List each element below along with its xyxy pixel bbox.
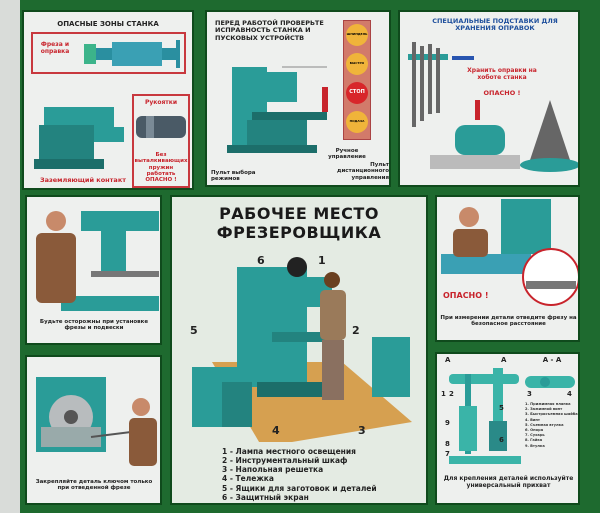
caption: Закрепляйте деталь ключом только при отв… bbox=[35, 479, 153, 492]
legend-item: 7. Сухарь bbox=[525, 433, 545, 438]
panel-milling-workplace: РАБОЧЕЕ МЕСТО ФРЕЗЕРОВЩИКА 6 1 5 2 4 3 1… bbox=[170, 195, 428, 505]
warning-text: Хранить оправки на хоботе станка bbox=[467, 67, 537, 81]
section-mark-left: А bbox=[445, 356, 451, 364]
legend-item: 8. Гайка bbox=[525, 438, 543, 443]
caption: При измерении детали отведите фрезу на б… bbox=[440, 315, 577, 328]
arbor-rack-icon bbox=[408, 42, 448, 127]
handle-illustration bbox=[136, 116, 186, 138]
part-number-6: 6 bbox=[499, 436, 504, 444]
section-mark-right: А bbox=[501, 356, 507, 364]
workplace-illustration bbox=[192, 257, 412, 442]
legend-item: 4 - Тележка bbox=[222, 474, 274, 484]
caption: Будьте осторожны при установке фрезы и п… bbox=[39, 319, 149, 332]
legend-item: 5. Съемная втулка bbox=[525, 422, 564, 427]
panel-title: ПЕРЕД РАБОТОЙ ПРОВЕРЬТЕ ИСПРАВНОСТЬ СТАН… bbox=[215, 19, 324, 42]
danger-label: ОПАСНО ! bbox=[443, 291, 489, 300]
mode-selector-label: Пульт выбора режимов bbox=[211, 170, 256, 183]
button-fast: БЫСТРО bbox=[346, 53, 368, 75]
danger-text: ОПАСНО ! bbox=[483, 89, 521, 97]
part-number-8: 8 bbox=[445, 440, 450, 448]
milling-machine-icon bbox=[34, 107, 124, 169]
clamp-diagram bbox=[449, 368, 575, 464]
machine-and-stand-icon bbox=[430, 100, 578, 172]
panel-arbor-stands: СПЕЦИАЛЬНЫЕ ПОДСТАВКИ ДЛЯ ХРАНЕНИЯ ОПРАВ… bbox=[398, 10, 580, 187]
panel-universal-clamp: А А А - А 1 2 5 9 6 8 7 3 4 1. Прижимная… bbox=[435, 352, 580, 505]
legend-item: 9. Втулка bbox=[525, 443, 545, 448]
warning-text: Без выталкивающих пружин работать ОПАСНО… bbox=[134, 152, 188, 184]
main-title-line2: ФРЕЗЕРОВЩИКА bbox=[216, 223, 382, 242]
panel-title: ОПАСНЫЕ ЗОНЫ СТАНКА bbox=[57, 20, 159, 28]
caption: Для крепления деталей используйте универ… bbox=[443, 475, 574, 489]
legend-item: 6 - Защитный экран bbox=[222, 492, 309, 502]
part-number-9: 9 bbox=[445, 419, 450, 427]
section-title: А - А bbox=[542, 356, 562, 364]
panel-careful-installation: Будьте осторожны при установке фрезы и п… bbox=[25, 195, 162, 345]
vertical-mill-icon bbox=[227, 66, 328, 153]
cutter-label: Фреза и оправка bbox=[40, 41, 70, 55]
button-feed: ПОДАЧА bbox=[346, 111, 368, 133]
legend-item: 2 - Инструментальный шкаф bbox=[222, 456, 348, 466]
part-number-7: 7 bbox=[445, 450, 450, 458]
part-number-2: 2 bbox=[449, 390, 454, 398]
button-stop: СТОП bbox=[346, 82, 368, 104]
callout-4: 4 bbox=[272, 424, 280, 437]
worker-installing-cutter-illustration bbox=[36, 211, 159, 311]
button-spindle: ШПИНДЕЛЬ bbox=[346, 24, 368, 46]
callout-2: 2 bbox=[352, 324, 360, 337]
handles-label: Рукоятки bbox=[144, 99, 178, 106]
legend-item: 5 - Ящики для заготовок и деталей bbox=[222, 483, 377, 493]
legend-item: 6. Опора bbox=[525, 428, 544, 433]
legend-item: 4. Винт bbox=[525, 417, 540, 422]
section-number-3: 3 bbox=[527, 390, 532, 398]
worker-measuring-illustration bbox=[441, 199, 578, 306]
panel-title: СПЕЦИАЛЬНЫЕ ПОДСТАВКИ ДЛЯ ХРАНЕНИЯ ОПРАВ… bbox=[432, 17, 558, 33]
cutter-illustration bbox=[84, 40, 180, 68]
ground-label: Заземляющий контакт bbox=[39, 176, 126, 184]
blue-arrow-icon bbox=[452, 56, 474, 60]
legend-list: 1 - Лампа местного освещения 2 - Инструм… bbox=[222, 447, 377, 502]
callout-5: 5 bbox=[190, 324, 198, 337]
callout-1: 1 bbox=[318, 254, 326, 267]
remote-control-label: Пульт дистанционного управления bbox=[337, 162, 389, 181]
panel-measure-safely: ОПАСНО ! При измерении детали отведите ф… bbox=[435, 195, 580, 342]
panel-danger-zones: ОПАСНЫЕ ЗОНЫ СТАНКА Фреза и оправка Руко… bbox=[22, 10, 194, 190]
legend-item: 3 - Напольная решетка bbox=[222, 465, 324, 475]
part-number-1: 1 bbox=[441, 390, 446, 398]
poster-edge bbox=[0, 0, 20, 513]
remote-control-panel: ШПИНДЕЛЬ БЫСТРО СТОП ПОДАЧА bbox=[343, 20, 371, 140]
main-title-line1: РАБОЧЕЕ МЕСТО bbox=[219, 204, 379, 223]
callout-3: 3 bbox=[358, 424, 366, 437]
panel-clamp-workpiece: Закрепляйте деталь ключом только при отв… bbox=[25, 355, 162, 505]
section-number-4: 4 bbox=[567, 390, 572, 398]
legend-item: 1 - Лампа местного освещения bbox=[222, 447, 356, 456]
legend-item: 3. Быстросъемная шайба bbox=[525, 412, 578, 417]
legend-item: 2. Зажимной винт bbox=[525, 407, 563, 412]
callout-6: 6 bbox=[257, 254, 265, 267]
legend-item: 1. Прижимная планка bbox=[525, 402, 571, 406]
parts-legend: 1. Прижимная планка 2. Зажимной винт 3. … bbox=[525, 402, 578, 449]
part-number-5: 5 bbox=[499, 404, 504, 412]
manual-control-label: Ручное управление bbox=[328, 148, 366, 161]
panel-check-machine: ПЕРЕД РАБОТОЙ ПРОВЕРЬТЕ ИСПРАВНОСТЬ СТАН… bbox=[205, 10, 391, 187]
worker-clamping-illustration bbox=[36, 377, 157, 466]
